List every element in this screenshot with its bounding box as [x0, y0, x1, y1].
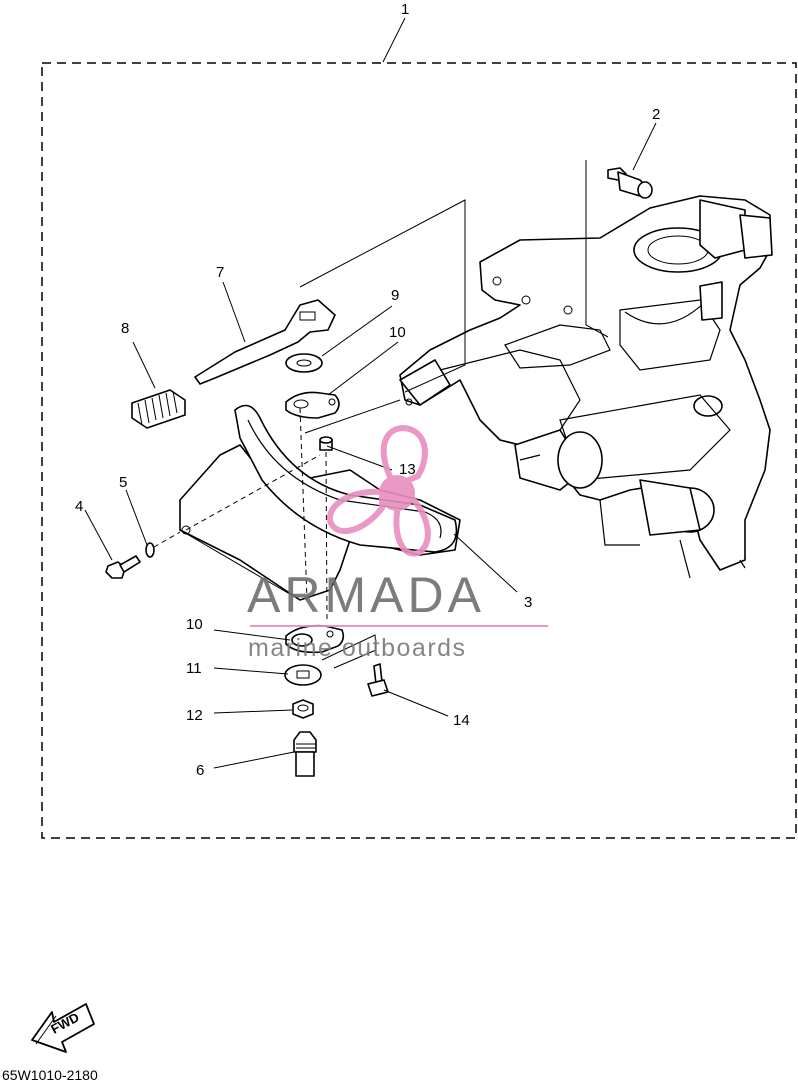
part-8-grip [131, 389, 186, 429]
callout-3: 3 [524, 594, 532, 611]
callout-11: 11 [186, 660, 202, 677]
part-7-plate [194, 299, 336, 385]
callout-9: 9 [391, 287, 399, 304]
part-5-washer [145, 542, 155, 558]
callout-5: 5 [119, 474, 127, 491]
part-14-bolt [367, 663, 389, 697]
part-2-grease-nipple [607, 167, 653, 199]
part-12-nut [292, 699, 314, 719]
part-10-upper-plate [285, 391, 340, 419]
watermark-title: ARMADA [247, 567, 485, 623]
callout-10-upper: 10 [389, 324, 406, 341]
part-13-collar [319, 436, 333, 451]
callout-4: 4 [75, 498, 83, 515]
watermark-subtitle: marine outboards [248, 634, 467, 662]
callout-12: 12 [186, 707, 203, 724]
callout-1: 1 [401, 1, 409, 18]
callout-2: 2 [652, 106, 660, 123]
callout-10-lower: 10 [186, 616, 203, 633]
callout-13: 13 [399, 461, 416, 478]
swivel-bracket-housing [399, 195, 773, 579]
assembly-boundary [41, 62, 797, 839]
callout-labels: 1 2 3 4 5 6 7 8 9 10 10 11 12 13 14 [75, 1, 660, 779]
callout-14: 14 [453, 712, 470, 729]
leader-lines [84, 17, 657, 769]
propeller-logo-icon [326, 424, 431, 557]
part-9-washer [285, 353, 323, 373]
leader-bracket [299, 199, 466, 393]
callout-8: 8 [121, 320, 129, 337]
callout-6: 6 [196, 762, 204, 779]
diagram-reference-code: 65W1010-2180 [2, 1067, 98, 1083]
part-6-bolt [293, 731, 317, 777]
fwd-arrow-icon: FWD [31, 1003, 95, 1053]
callout-7: 7 [216, 264, 224, 281]
armada-watermark: ARMADA marine outboards [247, 424, 548, 662]
part-11-washer [284, 664, 322, 686]
part-4-bolt [105, 555, 141, 579]
